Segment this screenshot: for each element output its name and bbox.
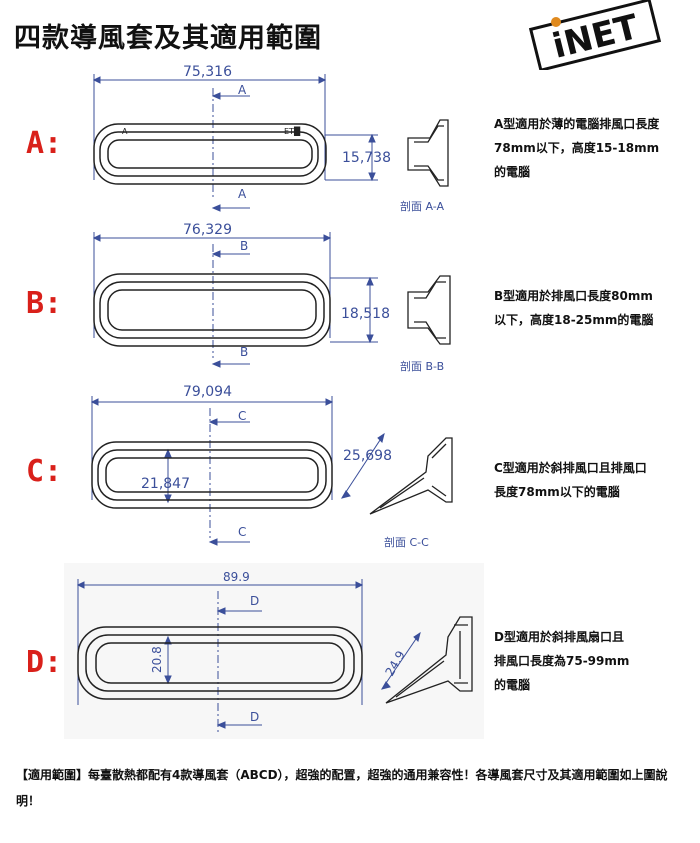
panel-letter: D: — [26, 645, 63, 680]
section-marker-top: C — [238, 409, 246, 423]
section-caption: 剖面 B-B — [400, 359, 444, 373]
width-dim: 76,329 — [183, 222, 232, 238]
panel-letter: C: — [26, 454, 63, 489]
section-marker-top: A — [238, 83, 247, 97]
height-dim: 18,518 — [341, 306, 390, 322]
description-d: D型適用於斜排風扇口且 排風口長度為75-99mm 的電腦 — [494, 625, 694, 697]
panel-a: A: 75,316 A A 15,738 A ET█ 剖面 A-A — [0, 60, 700, 225]
desc-line: 78mm以下，高度15-18mm — [494, 141, 660, 155]
section-caption: 剖面 A-A — [400, 199, 445, 213]
section-marker-top: B — [240, 239, 248, 253]
description-a: A型適用於薄的電腦排風口長度 78mm以下，高度15-18mm 的電腦 — [494, 112, 694, 184]
drawing-c: 79,094 C C 21,847 25,698 剖面 C-C — [90, 384, 453, 549]
panel-letter: A: — [26, 126, 63, 161]
desc-line: D型適用於斜排風扇口且 — [494, 630, 624, 644]
small-label-right: ET█ — [284, 126, 301, 136]
desc-line: 的電腦 — [494, 678, 531, 692]
inet-logo: iNET — [528, 0, 662, 70]
desc-line: 長度78mm以下的電腦 — [494, 485, 620, 499]
panel-d: D: 89.9 D D 20.8 24.9 — [0, 555, 700, 745]
section-marker-top: D — [250, 594, 259, 608]
width-dim: 89.9 — [223, 570, 250, 584]
section-marker-bottom: A — [238, 187, 247, 201]
height-dim: 15,738 — [342, 150, 391, 166]
desc-line: 排風口長度為75-99mm — [494, 654, 630, 668]
desc-line: B型適用於排風口長度80mm — [494, 289, 653, 303]
desc-line: A型適用於薄的電腦排風口長度 — [494, 117, 660, 131]
description-b: B型適用於排風口長度80mm 以下，高度18-25mm的電腦 — [494, 284, 694, 332]
desc-line: 以下，高度18-25mm的電腦 — [494, 313, 654, 327]
section-marker-bottom: D — [250, 710, 259, 724]
page-title: 四款導風套及其適用範圍 — [14, 23, 322, 54]
desc-line: C型適用於斜排風口且排風口 — [494, 461, 647, 475]
height-dim: 20.8 — [150, 646, 164, 673]
drawing-b: 76,329 B B 18,518 剖面 B-B — [92, 222, 451, 373]
description-c: C型適用於斜排風口且排風口 長度78mm以下的電腦 — [494, 456, 694, 504]
panel-letter: B: — [26, 286, 63, 321]
width-dim: 79,094 — [183, 384, 232, 400]
panel-c: C: 79,094 C C 21,847 25,698 — [0, 378, 700, 550]
section-marker-bottom: C — [238, 525, 246, 539]
panel-b: B: 76,329 B B 18,518 剖面 B-B B型適用 — [0, 220, 700, 385]
section-caption: 剖面 C-C — [384, 535, 429, 549]
footer-note: 【適用範圍】每臺散熱都配有4款導風套（ABCD），超強的配置，超強的通用兼容性！… — [16, 768, 668, 808]
width-dim: 75,316 — [183, 64, 232, 80]
small-label-left: A — [122, 127, 128, 136]
desc-line: 的電腦 — [494, 165, 531, 179]
height-dim: 21,847 — [141, 476, 190, 492]
angle-dim: 25,698 — [343, 448, 392, 464]
drawing-d: 89.9 D D 20.8 24.9 — [64, 563, 484, 739]
section-marker-bottom: B — [240, 345, 248, 359]
drawing-a: 75,316 A A 15,738 A ET█ 剖面 A-A — [92, 64, 449, 213]
